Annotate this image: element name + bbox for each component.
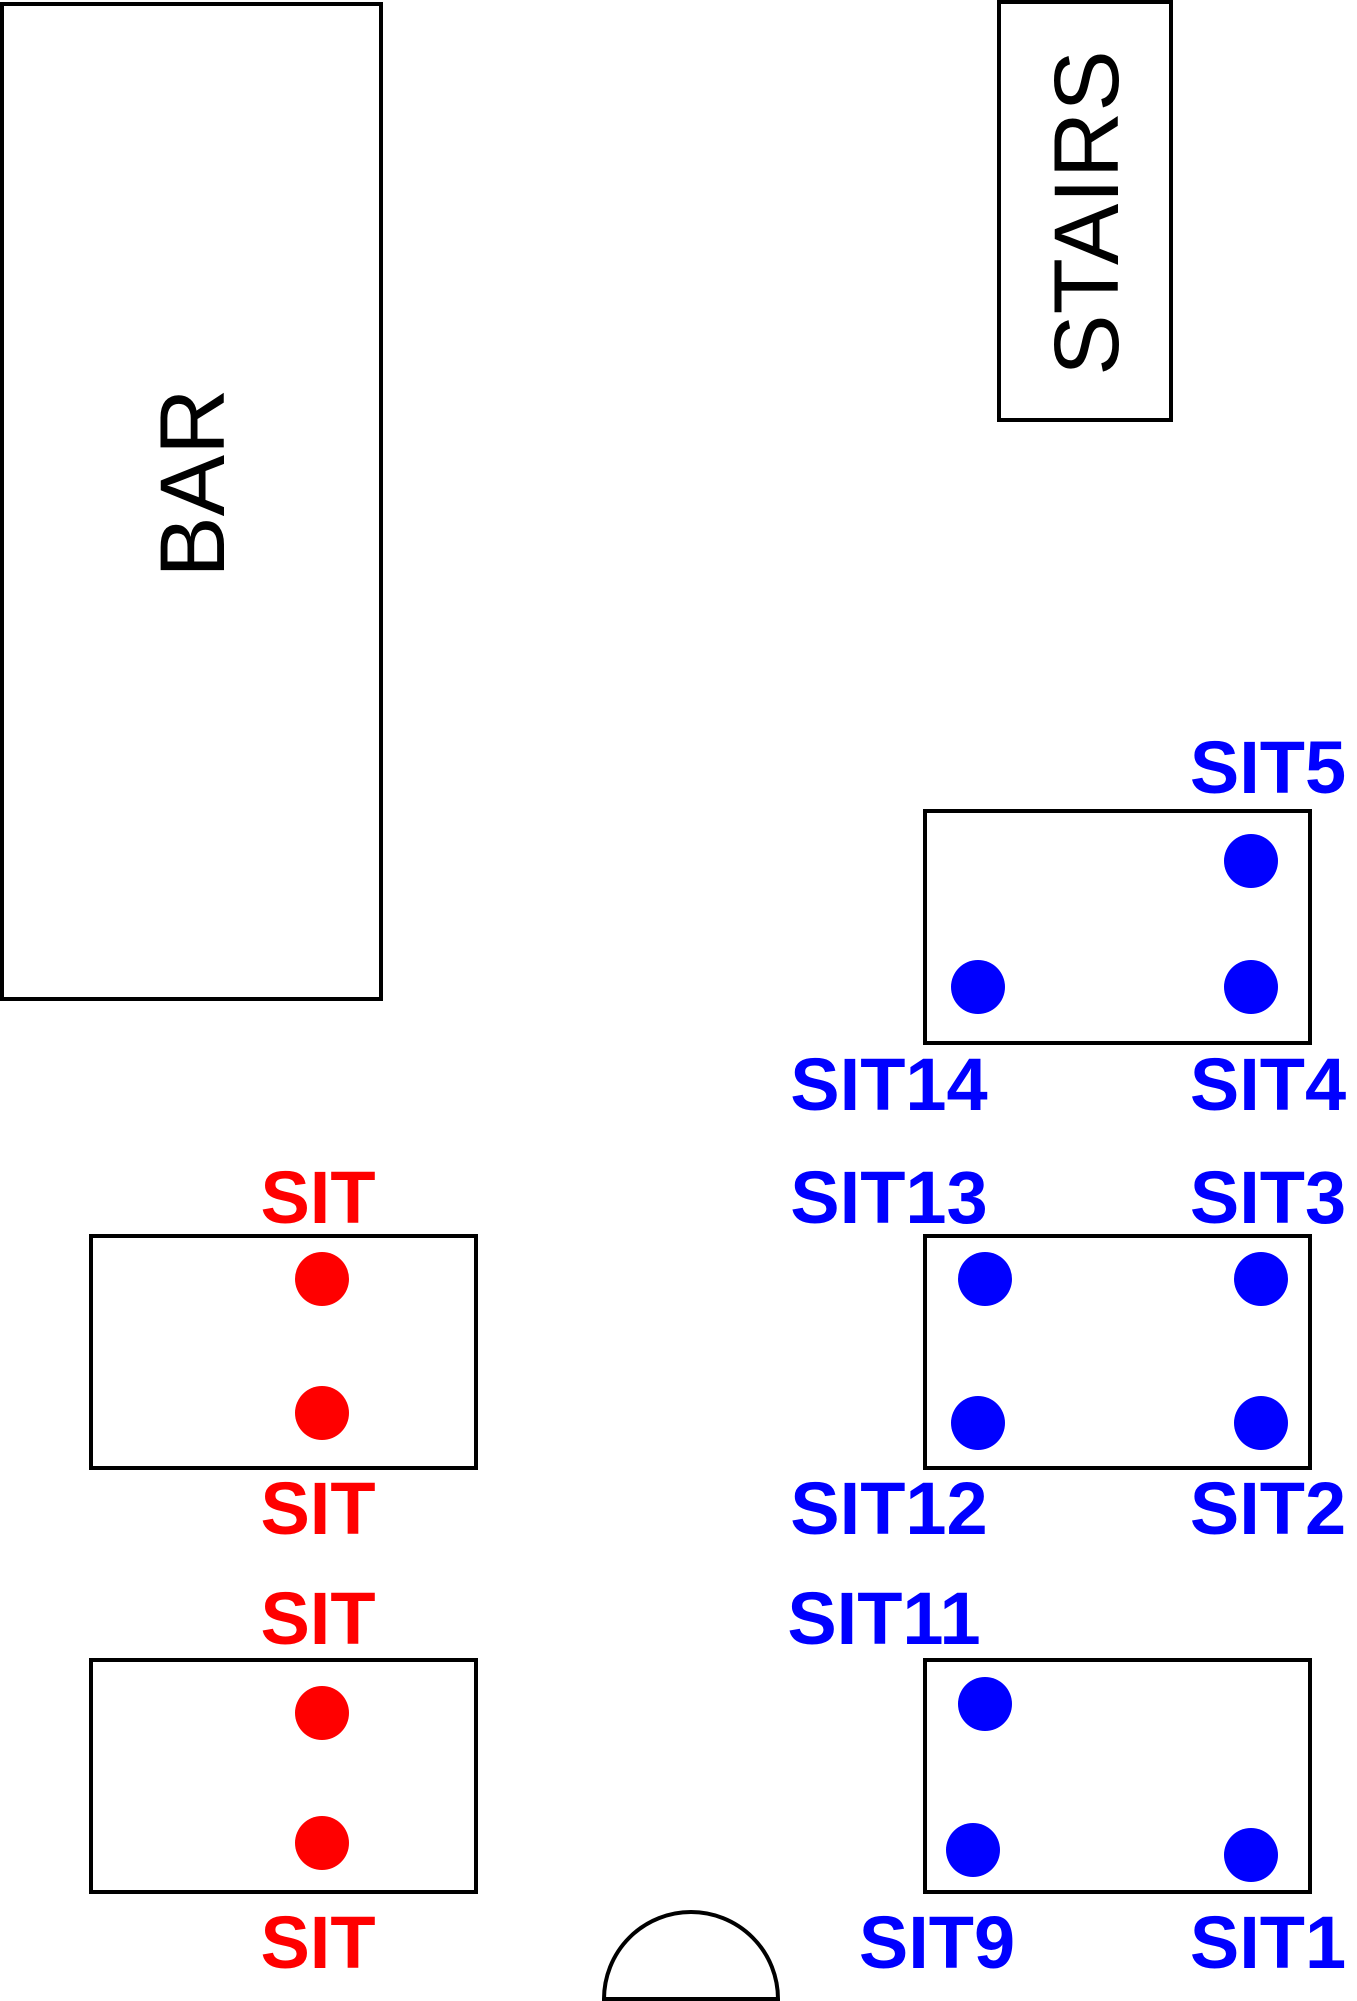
seat-dot-left-2-top <box>295 1686 349 1740</box>
table-left-1 <box>89 1234 478 1470</box>
seat-label-left-1-top: SIT <box>260 1156 375 1239</box>
seat-dot-sit11 <box>958 1677 1012 1731</box>
seat-dot-left-1-bottom <box>295 1386 349 1440</box>
seat-label-sit12: SIT12 <box>790 1467 987 1550</box>
stairs-area: STAIRS <box>997 0 1173 422</box>
bar-counter <box>0 2 383 1001</box>
seat-dot-sit13 <box>958 1252 1012 1306</box>
seat-label-sit13: SIT13 <box>790 1156 987 1239</box>
seat-dot-sit9 <box>946 1823 1000 1877</box>
seat-label-sit3: SIT3 <box>1190 1156 1346 1239</box>
bar-area: BAR <box>0 2 383 1001</box>
table-left-2 <box>89 1658 478 1894</box>
right-table-top: SIT5 SIT14 SIT4 <box>790 726 1346 1126</box>
seat-label-sit1: SIT1 <box>1190 1901 1346 1984</box>
seat-dot-sit14 <box>951 960 1005 1014</box>
seat-label-sit14: SIT14 <box>790 1043 987 1126</box>
left-table-1: SIT SIT <box>89 1156 478 1550</box>
stairs-block <box>997 0 1173 422</box>
seat-dot-sit4 <box>1224 960 1278 1014</box>
right-table-middle: SIT13 SIT3 SIT12 SIT2 <box>790 1156 1346 1550</box>
bar-label: BAR <box>142 388 244 577</box>
seat-dot-left-2-bottom <box>295 1816 349 1870</box>
seat-label-left-2-bottom: SIT <box>260 1901 375 1984</box>
seat-dot-sit5 <box>1224 834 1278 888</box>
entrance-semicircle <box>601 1910 781 2001</box>
seat-dot-sit2 <box>1234 1396 1288 1450</box>
seat-dot-sit12 <box>951 1396 1005 1450</box>
left-table-2: SIT SIT <box>89 1577 478 1984</box>
seat-label-left-2-top: SIT <box>260 1577 375 1660</box>
seat-label-left-1-bottom: SIT <box>260 1467 375 1550</box>
seat-label-sit11: SIT11 <box>787 1577 980 1660</box>
seat-dot-sit3 <box>1234 1252 1288 1306</box>
seat-label-sit2: SIT2 <box>1190 1467 1346 1550</box>
seat-label-sit5: SIT5 <box>1190 726 1346 809</box>
seat-dot-sit1 <box>1224 1828 1278 1882</box>
stairs-label: STAIRS <box>1036 50 1138 375</box>
seat-dot-left-1-top <box>295 1252 349 1306</box>
seat-label-sit9: SIT9 <box>859 1901 1015 1984</box>
seat-label-sit4: SIT4 <box>1190 1043 1346 1126</box>
right-table-bottom: SIT11 SIT9 SIT1 <box>787 1577 1346 1984</box>
